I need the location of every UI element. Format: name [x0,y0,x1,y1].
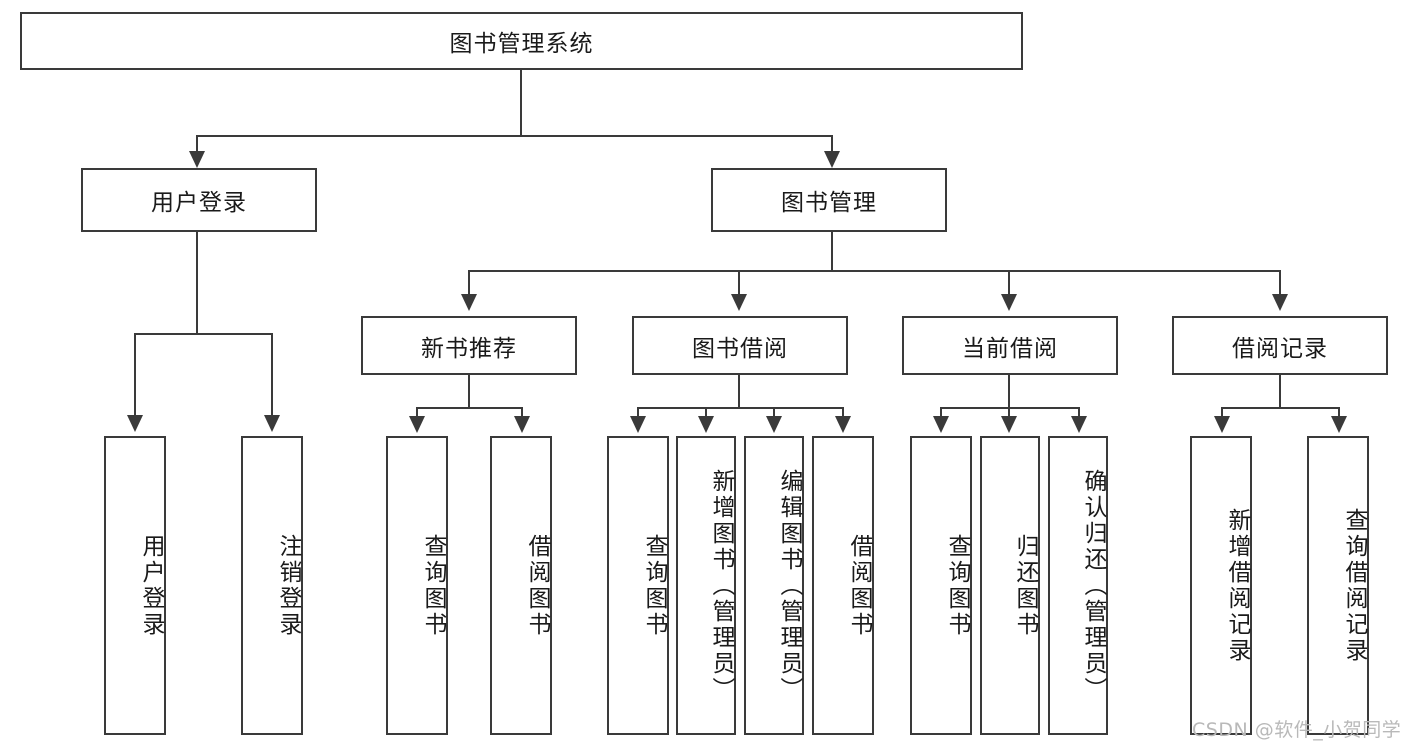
arrowhead-borrow-record [1272,294,1288,311]
arrowhead-leaf-confirm-return [1071,416,1087,433]
arrowhead-leaf-query-book-1 [409,416,425,433]
arrowhead-leaf-return-book [1001,416,1017,433]
arrowhead-leaf-add-book [698,416,714,433]
edge-new-book-rec-drop-2 [521,407,523,418]
edge-book-borrow-drop-3 [773,407,775,418]
edge-borrow-record-trunk [1279,375,1281,407]
edge-current-borrow-drop-2 [1008,407,1010,418]
node-leaf-logout-label: 注销登录 [275,533,301,638]
node-leaf-query-record-label: 查询借阅记录 [1341,507,1367,664]
node-leaf-query-record[interactable]: 查询借阅记录 [1307,436,1369,735]
node-leaf-borrow-book-1-label: 借阅图书 [524,533,550,638]
node-borrow-record[interactable]: 借阅记录 [1172,316,1388,375]
arrowhead-leaf-logout [264,415,280,432]
edge-new-book-rec-drop-1 [416,407,418,418]
arrowhead-leaf-user-login [127,415,143,432]
node-root-label: 图书管理系统 [449,31,594,57]
arrowhead-book-borrow [731,294,747,311]
node-book-mgmt-label: 图书管理 [781,190,877,216]
edge-borrow-record-drop-2 [1338,407,1340,418]
node-leaf-logout[interactable]: 注销登录 [241,436,303,735]
node-user-login-label: 用户登录 [151,190,247,216]
edge-user-login-drop-2 [271,333,273,417]
node-leaf-query-book-1[interactable]: 查询图书 [386,436,448,735]
edge-borrow-record-bar [1221,407,1338,409]
node-leaf-return-book[interactable]: 归还图书 [980,436,1040,735]
edge-book-borrow-bar [637,407,842,409]
node-root[interactable]: 图书管理系统 [20,12,1023,70]
node-current-borrow[interactable]: 当前借阅 [902,316,1118,375]
node-book-borrow-label: 图书借阅 [692,335,788,362]
arrowhead-new-book-rec [461,294,477,311]
edge-root-to-book-mgmt [831,135,833,153]
edge-current-borrow-trunk [1008,375,1010,407]
edge-book-mgmt-bar [468,270,1279,272]
edge-current-borrow-drop-1 [940,407,942,418]
node-user-login[interactable]: 用户登录 [81,168,317,232]
node-leaf-add-record[interactable]: 新增借阅记录 [1190,436,1252,735]
edge-book-mgmt-drop-4 [1279,270,1281,296]
arrowhead-leaf-query-book-3 [933,416,949,433]
edge-book-mgmt-drop-3 [1008,270,1010,296]
node-leaf-edit-book[interactable]: 编辑图书（管理员） [744,436,804,735]
node-book-borrow[interactable]: 图书借阅 [632,316,848,375]
edge-new-book-rec-trunk [468,375,470,407]
arrowhead-leaf-add-record [1214,416,1230,433]
edge-new-book-rec-bar [416,407,521,409]
node-leaf-user-login-label: 用户登录 [138,533,164,638]
node-leaf-query-book-2[interactable]: 查询图书 [607,436,669,735]
node-new-book-rec-label: 新书推荐 [421,335,517,362]
arrowhead-leaf-query-book-2 [630,416,646,433]
edge-user-login-drop-1 [134,333,136,417]
edge-root-to-user-login [196,135,198,153]
node-leaf-borrow-book-2-label: 借阅图书 [846,533,872,638]
edge-book-borrow-drop-2 [705,407,707,418]
edge-root-bar [196,135,832,137]
node-leaf-query-book-2-label: 查询图书 [641,533,667,638]
node-leaf-query-book-1-label: 查询图书 [420,533,446,638]
node-current-borrow-label: 当前借阅 [962,335,1058,362]
node-leaf-add-book-label: 新增图书（管理员） [708,468,734,703]
node-leaf-add-book[interactable]: 新增图书（管理员） [676,436,736,735]
node-leaf-confirm-return-label: 确认归还（管理员） [1080,468,1106,703]
arrowhead-leaf-edit-book [766,416,782,433]
node-book-mgmt[interactable]: 图书管理 [711,168,947,232]
edge-root-trunk [520,70,522,135]
edge-current-borrow-drop-3 [1078,407,1080,418]
node-new-book-rec[interactable]: 新书推荐 [361,316,577,375]
edge-book-borrow-drop-4 [842,407,844,418]
arrowhead-current-borrow [1001,294,1017,311]
arrowhead-book-mgmt [824,151,840,168]
edge-book-mgmt-trunk [831,232,833,270]
edge-user-login-trunk [196,232,198,333]
node-leaf-user-login[interactable]: 用户登录 [104,436,166,735]
arrowhead-leaf-borrow-book-1 [514,416,530,433]
edge-borrow-record-drop-1 [1221,407,1223,418]
arrowhead-leaf-borrow-book-2 [835,416,851,433]
node-leaf-query-book-3-label: 查询图书 [944,533,970,638]
node-leaf-add-record-label: 新增借阅记录 [1224,507,1250,664]
node-leaf-query-book-3[interactable]: 查询图书 [910,436,972,735]
edge-book-borrow-drop-1 [637,407,639,418]
arrowhead-user-login [189,151,205,168]
node-leaf-return-book-label: 归还图书 [1012,533,1038,638]
edge-book-mgmt-drop-2 [738,270,740,296]
node-leaf-borrow-book-2[interactable]: 借阅图书 [812,436,874,735]
node-leaf-confirm-return[interactable]: 确认归还（管理员） [1048,436,1108,735]
edge-book-borrow-trunk [738,375,740,407]
node-borrow-record-label: 借阅记录 [1232,335,1328,362]
node-leaf-edit-book-label: 编辑图书（管理员） [776,468,802,703]
edge-user-login-bar [134,333,272,335]
arrowhead-leaf-query-record [1331,416,1347,433]
node-leaf-borrow-book-1[interactable]: 借阅图书 [490,436,552,735]
edge-book-mgmt-drop-1 [468,270,470,296]
